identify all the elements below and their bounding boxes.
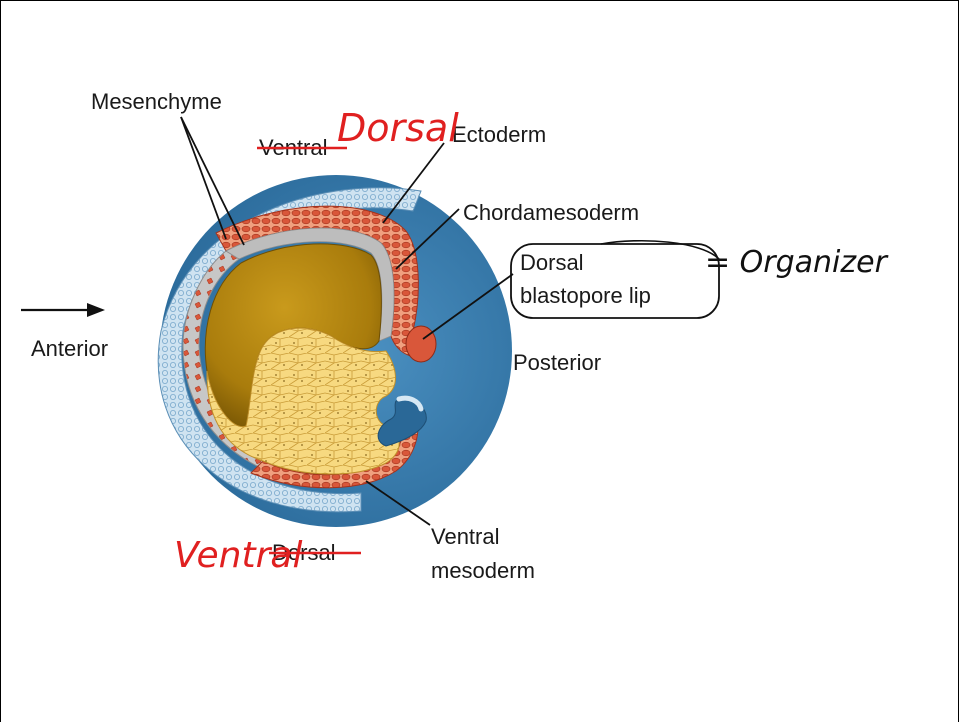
organizer-handwritten: = Organizer — [705, 245, 889, 280]
mesenchyme-label: Mesenchyme — [91, 89, 222, 114]
ventral-handwritten: Ventral — [174, 535, 302, 576]
dorsal-lip — [406, 326, 436, 362]
dorsal-handwritten: Dorsal — [337, 106, 459, 150]
anterior-arrow — [21, 303, 105, 317]
ectoderm-label: Ectoderm — [452, 122, 546, 147]
embryo-illustration — [158, 175, 512, 527]
chordamesoderm-label: Chordamesoderm — [463, 200, 639, 225]
dorsal-lip-label-line2: blastopore lip — [520, 283, 651, 308]
ventral-mesoderm-label-line2: mesoderm — [431, 558, 535, 583]
ventral-mesoderm-label-line1: Ventral — [431, 524, 500, 549]
anterior-label: Anterior — [31, 336, 108, 361]
mesenchyme-leader-2 — [181, 117, 226, 239]
dorsal-lip-label-line1: Dorsal — [520, 250, 584, 275]
posterior-label: Posterior — [513, 350, 601, 375]
